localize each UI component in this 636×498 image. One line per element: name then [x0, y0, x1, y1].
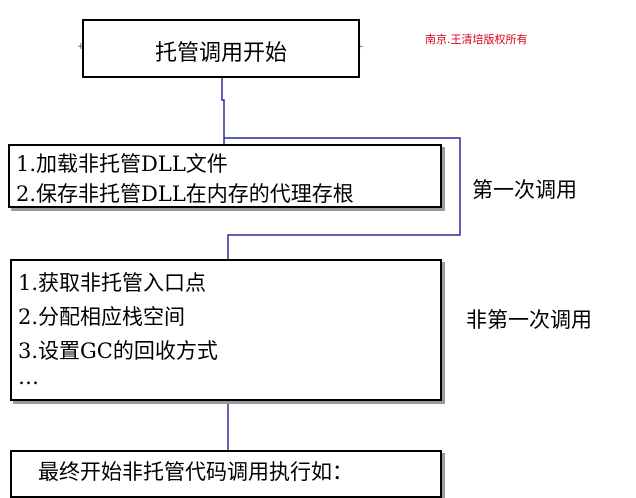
- first-call-line-1: 1.加载非托管DLL文件: [16, 152, 228, 176]
- subsequent-call-label: 非第一次调用: [466, 308, 592, 332]
- start-box-text: 托管调用开始: [154, 41, 287, 66]
- first-call-label: 第一次调用: [472, 178, 577, 202]
- connector-start-to-first: [221, 78, 225, 146]
- subsequent-line-3: 3.设置GC的回收方式: [18, 339, 218, 363]
- subsequent-line-2: 2.分配相应栈空间: [18, 305, 186, 329]
- final-execution-text: 最终开始非托管代码调用执行如：: [38, 460, 353, 484]
- subsequent-call-box: 1.获取非托管入口点 2.分配相应栈空间 3.设置GC的回收方式 …: [10, 259, 442, 401]
- subsequent-line-4: …: [18, 365, 39, 389]
- first-call-line-2: 2.保存非托管DLL在内存的代理存根: [16, 182, 354, 206]
- final-execution-box: 最终开始非托管代码调用执行如：: [10, 450, 442, 498]
- connector-first-to-subsequent: [224, 137, 461, 262]
- diagram-canvas: + + + + + 托管调用开始 南京.王清培版权所有 1.加载非托管DLL文件…: [8, 19, 592, 498]
- copyright-watermark: 南京.王清培版权所有: [425, 33, 528, 46]
- subsequent-line-1: 1.获取非托管入口点: [18, 271, 207, 295]
- start-box: 托管调用开始: [82, 19, 360, 78]
- handle-marker: +: [77, 42, 85, 52]
- first-call-box: 1.加载非托管DLL文件 2.保存非托管DLL在内存的代理存根: [8, 144, 442, 208]
